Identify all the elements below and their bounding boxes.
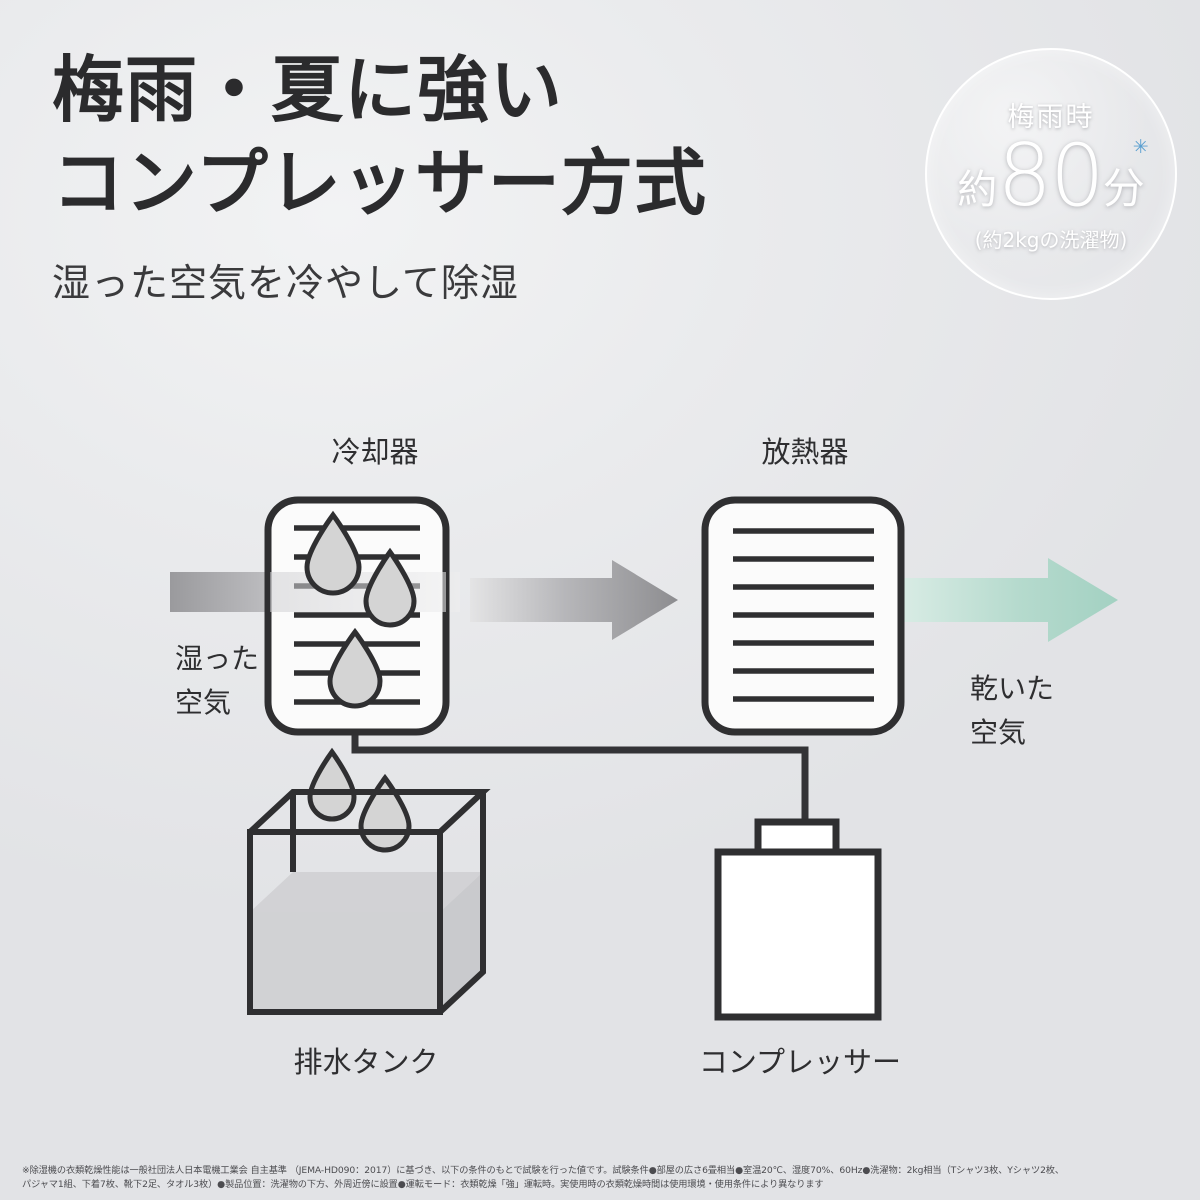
badge-season-label: 梅雨時 [1007, 102, 1095, 134]
cooler-unit [264, 496, 450, 736]
tank-water-side [440, 872, 483, 1012]
mid-gray-arrow [470, 560, 678, 640]
cooler-droplets [304, 510, 417, 709]
droplet-icon [327, 627, 383, 709]
tank-label: 排水タンク [293, 1045, 438, 1079]
droplet-icon [358, 773, 412, 853]
badge-load-note: (約2kgの洗濯物) [974, 227, 1128, 252]
drain-tank [247, 789, 491, 1015]
headline-line-1: 梅雨・夏に強い [52, 48, 564, 132]
droplet-icon [363, 547, 417, 628]
tank-water-front [250, 912, 440, 1012]
humid-air-label-1: 湿った [175, 642, 259, 675]
droplet-icon [307, 747, 357, 822]
footnote-block: ※除湿機の衣類乾燥性能は一般社団法人日本電機工業会 自主基準 （JEMA-HD0… [22, 1164, 1187, 1193]
badge-minutes-unit: 分 [1102, 163, 1145, 213]
dehumidifier-diagram: 冷却器 放熱器 [0, 400, 1200, 1120]
headline-subtitle: 湿った空気を冷やして除湿 [52, 260, 519, 305]
badge-approx-label: 約 [957, 166, 998, 213]
headline-line-2: コンプレッサー方式 [52, 140, 707, 225]
asterisk-icon: ✳ [1132, 136, 1149, 159]
compressor-label: コンプレッサー [699, 1045, 901, 1079]
dry-air-arrow [900, 558, 1118, 642]
headline-block: 梅雨・夏に強い コンプレッサー方式 湿った空気を冷やして除湿 [52, 48, 872, 307]
drying-time-badge: 梅雨時 約 80 分 ✳ (約2kgの洗濯物) [925, 48, 1177, 300]
footnote-line-1: ※除湿機の衣類乾燥性能は一般社団法人日本電機工業会 自主基準 （JEMA-HD0… [22, 1164, 1064, 1176]
falling-droplets [307, 747, 412, 853]
dry-air-label-1: 乾いた [970, 672, 1054, 705]
dry-air-label-2: 空気 [970, 716, 1026, 749]
footnote-line-2: パジャマ1組、下着7枚、靴下2足、タオル3枚）●製品位置：洗濯物の下方、外周近傍… [22, 1178, 824, 1190]
radiator-label: 放熱器 [761, 435, 848, 469]
tank-water [250, 872, 483, 912]
droplet-icon [304, 510, 362, 596]
badge-minutes-value: 80 [997, 126, 1104, 227]
badge-value-row: 約 80 分 ✳ [957, 126, 1148, 227]
humid-air-label-2: 空気 [175, 686, 231, 719]
cooler-label: 冷却器 [331, 435, 418, 469]
radiator-fins [733, 528, 874, 702]
pipe-cooler-to-radiator [351, 730, 809, 840]
radiator-unit [701, 496, 905, 736]
compressor-unit [714, 818, 882, 1021]
